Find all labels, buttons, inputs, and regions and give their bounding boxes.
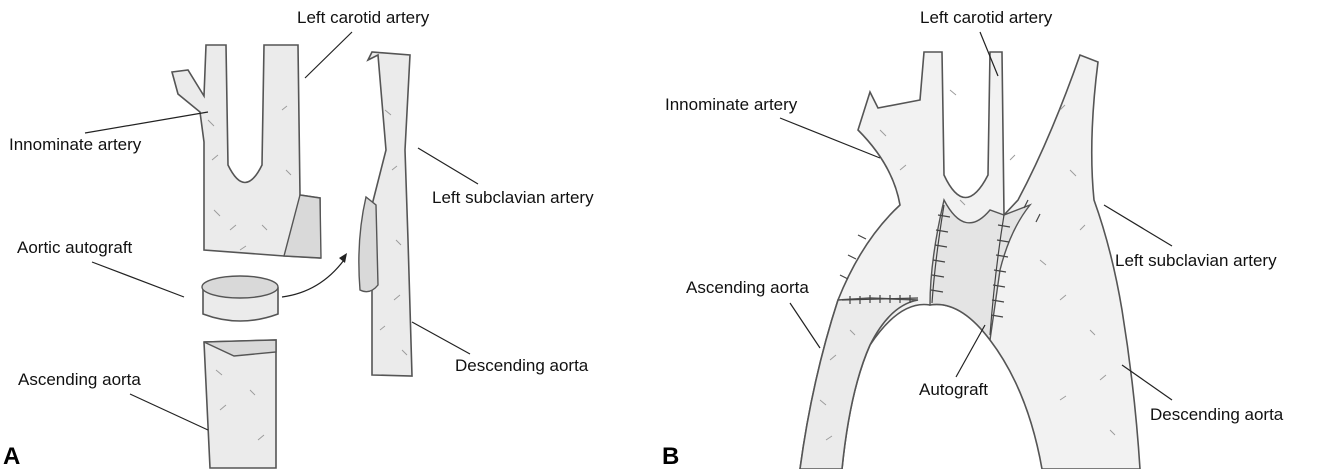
panel-b-label-innominate: Innominate artery	[665, 95, 798, 114]
panel-a-leader-left-subclavian	[418, 148, 478, 184]
panel-a-label-descending-aorta: Descending aorta	[455, 356, 589, 375]
panel-b-leader-ascending-aorta	[790, 303, 820, 348]
panel-b-label-ascending-aorta: Ascending aorta	[686, 278, 809, 297]
panel-a-leader-aortic-autograft	[92, 262, 184, 297]
panel-a-label-aortic-autograft: Aortic autograft	[17, 238, 133, 257]
panel-a-label-left-carotid: Left carotid artery	[297, 8, 430, 27]
panel-b-leader-left-subclavian	[1104, 205, 1172, 246]
panel-b-label-autograft: Autograft	[919, 380, 988, 399]
panel-a-autograft-disc	[202, 276, 278, 321]
panel-b-letter: B	[662, 443, 679, 469]
panel-b-label-left-carotid: Left carotid artery	[920, 8, 1053, 27]
panel-a-label-left-subclavian: Left subclavian artery	[432, 188, 594, 207]
panel-b-label-left-subclavian: Left subclavian artery	[1115, 251, 1277, 270]
panel-a-leader-innominate	[85, 112, 208, 133]
panel-a-leader-left-carotid	[305, 32, 352, 78]
panel-a-leader-descending-aorta	[412, 322, 470, 354]
panel-b-illustration	[800, 52, 1140, 469]
panel-a-illustration	[172, 45, 412, 468]
panel-a-label-ascending-aorta: Ascending aorta	[18, 370, 141, 389]
panel-b-leader-autograft	[956, 325, 985, 377]
panel-b-ascending-aorta-shade	[800, 298, 918, 469]
panel-a-transfer-arrow	[282, 260, 344, 297]
panel-a-ascending-stump	[204, 340, 276, 468]
panel-a-leader-ascending-aorta	[130, 394, 208, 430]
panel-a-descending-window	[359, 197, 378, 292]
panel-a-label-innominate: Innominate artery	[9, 135, 142, 154]
panel-b-label-descending-aorta: Descending aorta	[1150, 405, 1284, 424]
panel-a-letter: A	[3, 443, 20, 469]
